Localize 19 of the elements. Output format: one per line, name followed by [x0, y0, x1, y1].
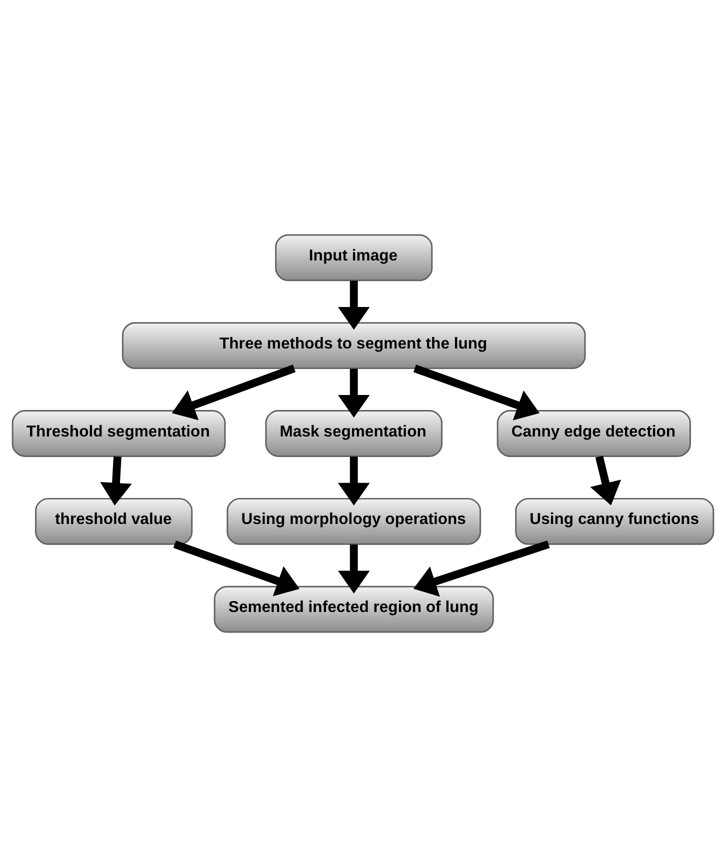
- arrow: [338, 456, 370, 506]
- arrow: [338, 368, 370, 418]
- node-box: Mask segmentation: [265, 410, 443, 457]
- arrow: [172, 364, 296, 420]
- node-box: Three methods to segment the lung: [122, 322, 586, 370]
- arrow: [590, 456, 622, 506]
- node-box: threshold value: [35, 498, 193, 545]
- arrow: [100, 456, 132, 506]
- node-box: Using morphology operations: [226, 498, 482, 545]
- node-box: Input image: [275, 234, 433, 282]
- arrow: [413, 364, 540, 420]
- arrow: [413, 540, 550, 597]
- arrow: [173, 540, 300, 596]
- node-box: Semented infected region of lung: [214, 586, 494, 633]
- node-box: Threshold segmentation: [12, 410, 226, 457]
- node-box: Using canny functions: [515, 498, 714, 545]
- arrow: [338, 544, 370, 594]
- arrow: [338, 280, 370, 330]
- node-box: Canny edge detection: [496, 410, 691, 457]
